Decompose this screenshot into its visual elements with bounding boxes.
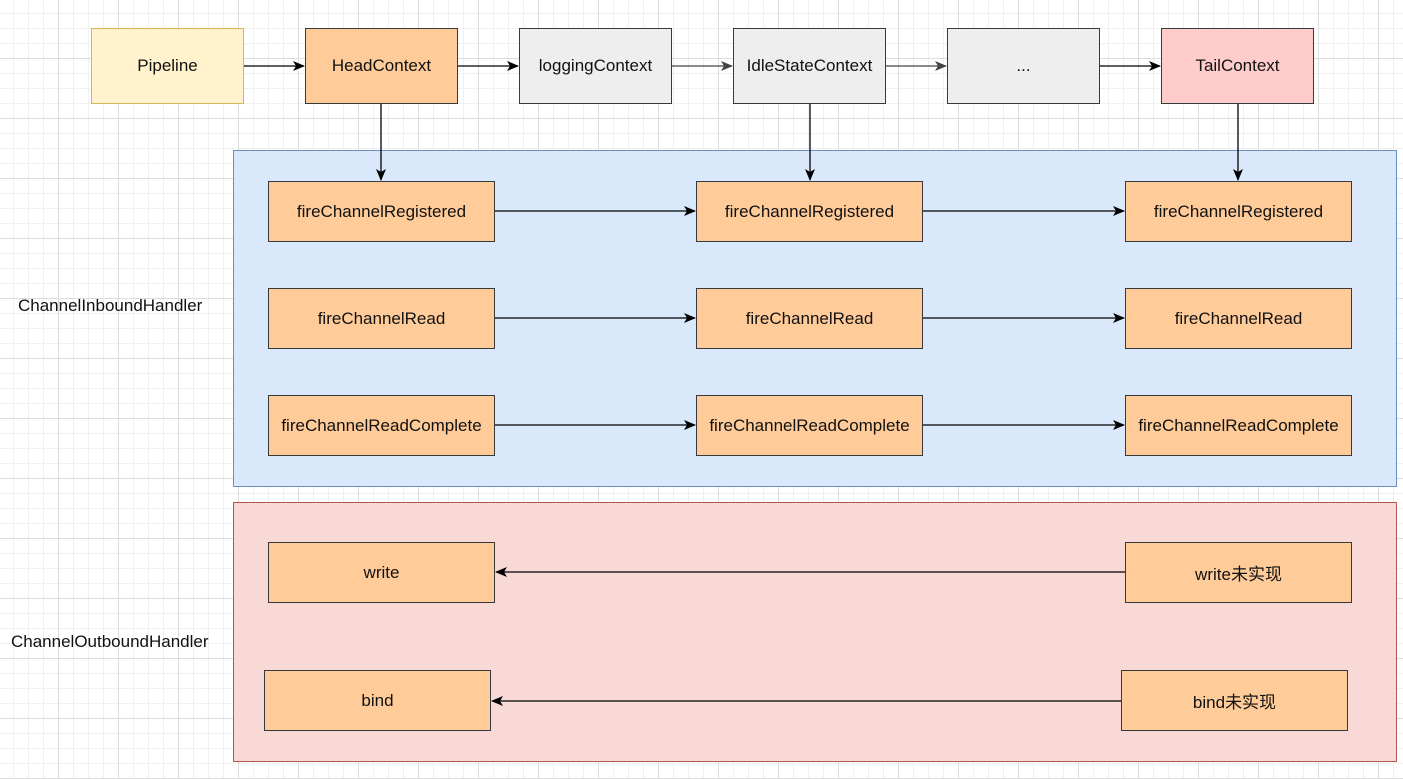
inbound-tail-registered: fireChannelRegistered [1125,181,1352,242]
pipeline-node: Pipeline [91,28,244,104]
outbound-tail-write: write未实现 [1125,542,1352,603]
logging-context-node: loggingContext [519,28,672,104]
idle-state-context-node: IdleStateContext [733,28,886,104]
outbound-tail-bind: bind未实现 [1121,670,1348,731]
head-context-node: HeadContext [305,28,458,104]
tail-context-node: TailContext [1161,28,1314,104]
ellipsis-context-node: ... [947,28,1100,104]
inbound-tail-read: fireChannelRead [1125,288,1352,349]
inbound-head-read-complete: fireChannelReadComplete [268,395,495,456]
outbound-head-write: write [268,542,495,603]
inbound-handler-label: ChannelInboundHandler [18,296,203,315]
inbound-idle-read-complete: fireChannelReadComplete [696,395,923,456]
outbound-handler-label: ChannelOutboundHandler [11,632,209,651]
inbound-idle-read: fireChannelRead [696,288,923,349]
inbound-head-read: fireChannelRead [268,288,495,349]
inbound-head-registered: fireChannelRegistered [268,181,495,242]
outbound-head-bind: bind [264,670,491,731]
inbound-tail-read-complete: fireChannelReadComplete [1125,395,1352,456]
inbound-idle-registered: fireChannelRegistered [696,181,923,242]
